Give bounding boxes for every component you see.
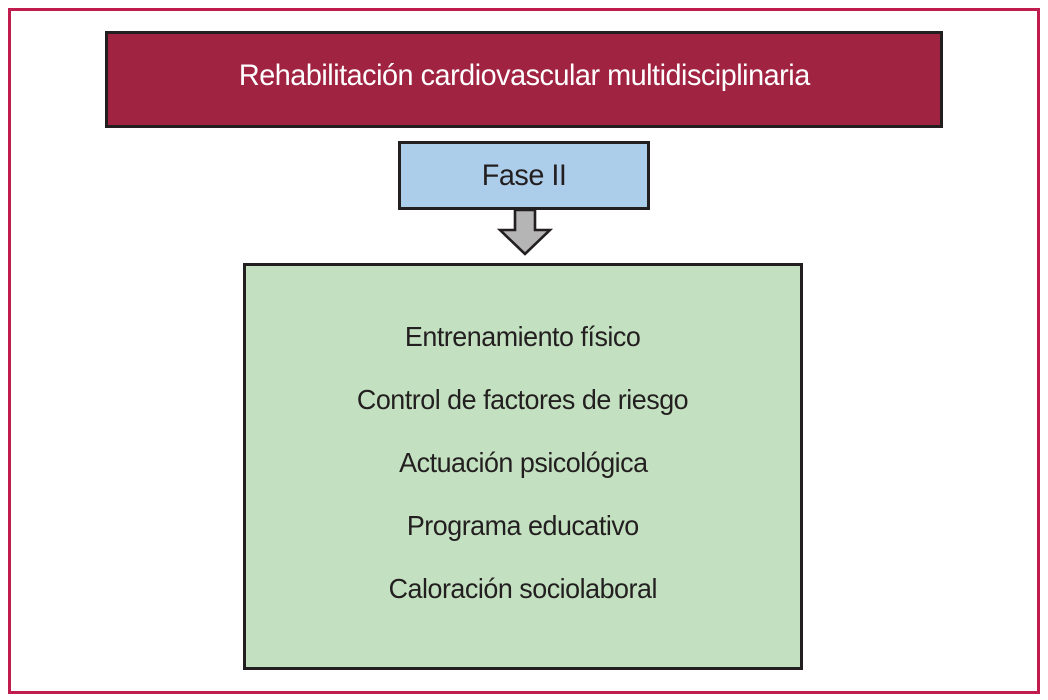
list-item: Programa educativo bbox=[407, 509, 639, 541]
list-item: Entrenamiento físico bbox=[405, 320, 641, 352]
list-item: Caloración sociolaboral bbox=[388, 572, 658, 604]
arrow-down-icon bbox=[496, 208, 554, 256]
list-item: Control de factores de riesgo bbox=[357, 383, 689, 415]
content-box: Entrenamiento físico Control de factores… bbox=[243, 263, 803, 670]
phase-label: Fase II bbox=[481, 158, 567, 192]
header-box: Rehabilitación cardiovascular multidisci… bbox=[105, 31, 943, 128]
list-item: Actuación psicológica bbox=[398, 446, 648, 478]
phase-box: Fase II bbox=[398, 141, 650, 210]
figure-title: Rehabilitación cardiovascular multidisci… bbox=[238, 58, 810, 92]
